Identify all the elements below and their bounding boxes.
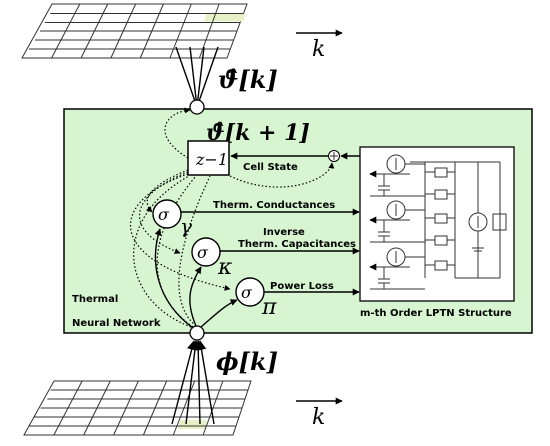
lptn-unit-3 bbox=[369, 247, 455, 290]
svg-text:σ: σ bbox=[158, 205, 170, 224]
sigma-gamma-node: σ γ bbox=[152, 199, 192, 238]
svg-text:γ: γ bbox=[180, 214, 192, 238]
capacitances-label-line1: Inverse bbox=[263, 227, 305, 238]
svg-text:σ: σ bbox=[241, 283, 253, 302]
conductances-label: Therm. Conductances bbox=[213, 200, 335, 211]
power-loss-label: Power Loss bbox=[270, 281, 334, 292]
output-temperature-grid bbox=[21, 3, 248, 59]
tnn-label-line2: Neural Network bbox=[72, 318, 161, 329]
cell-state-label: Cell State bbox=[243, 162, 298, 173]
adder-node bbox=[328, 150, 340, 162]
output-label: ϑ̂[k] bbox=[218, 65, 278, 94]
delay-block: z−1 bbox=[187, 140, 230, 176]
input-fan-arrows bbox=[171, 340, 215, 425]
tnn-label-line1: Thermal bbox=[72, 294, 118, 305]
capacitances-label-line2: Therm. Capacitances bbox=[238, 239, 356, 250]
lptn-structure bbox=[359, 146, 515, 302]
top-time-axis: k bbox=[296, 29, 343, 62]
lptn-unit-1 bbox=[369, 154, 455, 200]
svg-text:κ: κ bbox=[217, 255, 233, 280]
svg-text:z−1: z−1 bbox=[195, 150, 228, 169]
input-grid bbox=[23, 380, 252, 436]
output-fan-lines bbox=[175, 46, 219, 108]
input-label: ϕ[k] bbox=[216, 347, 278, 376]
svg-text:σ: σ bbox=[197, 243, 209, 262]
bottom-time-axis: k bbox=[296, 397, 343, 430]
sigma-kappa-node: σ κ bbox=[191, 237, 233, 280]
top-time-label: k bbox=[312, 37, 325, 62]
input-node bbox=[189, 325, 205, 341]
lptn-label: m-th Order LPTN Structure bbox=[360, 308, 512, 319]
highlight-cell bbox=[204, 13, 246, 22]
bottom-time-label: k bbox=[312, 405, 325, 430]
feedback-dotted-lines bbox=[129, 107, 335, 328]
highlight-cell-bottom bbox=[178, 420, 207, 429]
svg-text:π: π bbox=[261, 295, 277, 320]
lptn-unit-2 bbox=[369, 200, 455, 246]
output-node bbox=[189, 99, 205, 115]
input-to-sigma-lines bbox=[154, 228, 238, 329]
